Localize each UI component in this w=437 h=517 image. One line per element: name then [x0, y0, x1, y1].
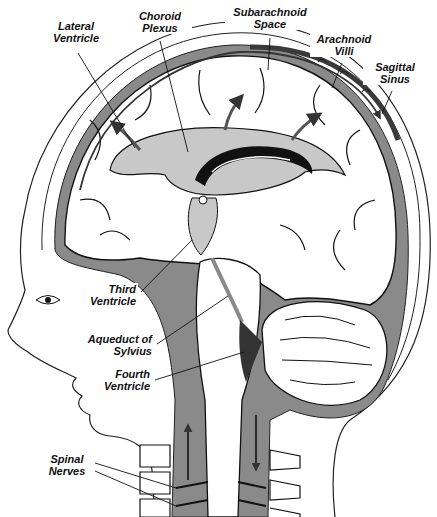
- leader-line: [141, 240, 192, 292]
- part-label: Choroid Plexus: [128, 10, 192, 34]
- leader-line: [157, 296, 228, 344]
- flow-arrow: [225, 96, 242, 130]
- nerve-roots: [176, 482, 266, 506]
- interventricular-foramen: [199, 196, 207, 204]
- leader-line: [382, 91, 392, 114]
- part-label: Third Ventricle: [70, 283, 138, 307]
- leader-line: [332, 63, 342, 88]
- fourth-ventricle: [239, 320, 262, 382]
- part-label: Spinal Nerves: [40, 453, 94, 477]
- flow-arrow: [255, 415, 257, 470]
- part-label: Lateral Ventricle: [45, 20, 107, 44]
- leader-line: [95, 471, 176, 506]
- flow-arrow: [80, 52, 380, 190]
- brainstem: [196, 258, 260, 517]
- flow-arrow: [112, 122, 140, 150]
- leader-line: [268, 38, 270, 70]
- vertebral-bodies: [140, 445, 170, 517]
- choroid-plexus: [195, 146, 312, 186]
- cerebellum-folia: [280, 316, 372, 385]
- flow-arrow: [292, 114, 320, 140]
- aqueduct: [212, 258, 242, 322]
- choroid-highlight: [212, 157, 290, 172]
- part-label: Aqueduct of Sylvius: [80, 333, 154, 357]
- part-label: Subarachnoid Space: [225, 6, 315, 30]
- subarachnoid-space: [55, 45, 408, 517]
- leader-line: [95, 463, 176, 488]
- brain-sulci: [80, 68, 375, 270]
- leader-line: [155, 352, 244, 380]
- third-ventricle: [188, 198, 217, 255]
- part-label: Arachnoid Villi: [310, 33, 378, 57]
- spinous-processes: [270, 450, 300, 517]
- part-label: Sagittal Sinus: [363, 61, 427, 85]
- flow-arrow: [187, 425, 189, 480]
- leader-line: [78, 53, 135, 148]
- part-label: Fourth Ventricle: [84, 368, 152, 392]
- pupil: [45, 297, 51, 303]
- lateral-ventricle: [110, 128, 345, 195]
- cerebellum: [262, 302, 387, 405]
- head-outline: [8, 22, 430, 517]
- leader-line: [160, 41, 188, 152]
- eye: [36, 296, 60, 305]
- leader-lines: [78, 38, 392, 506]
